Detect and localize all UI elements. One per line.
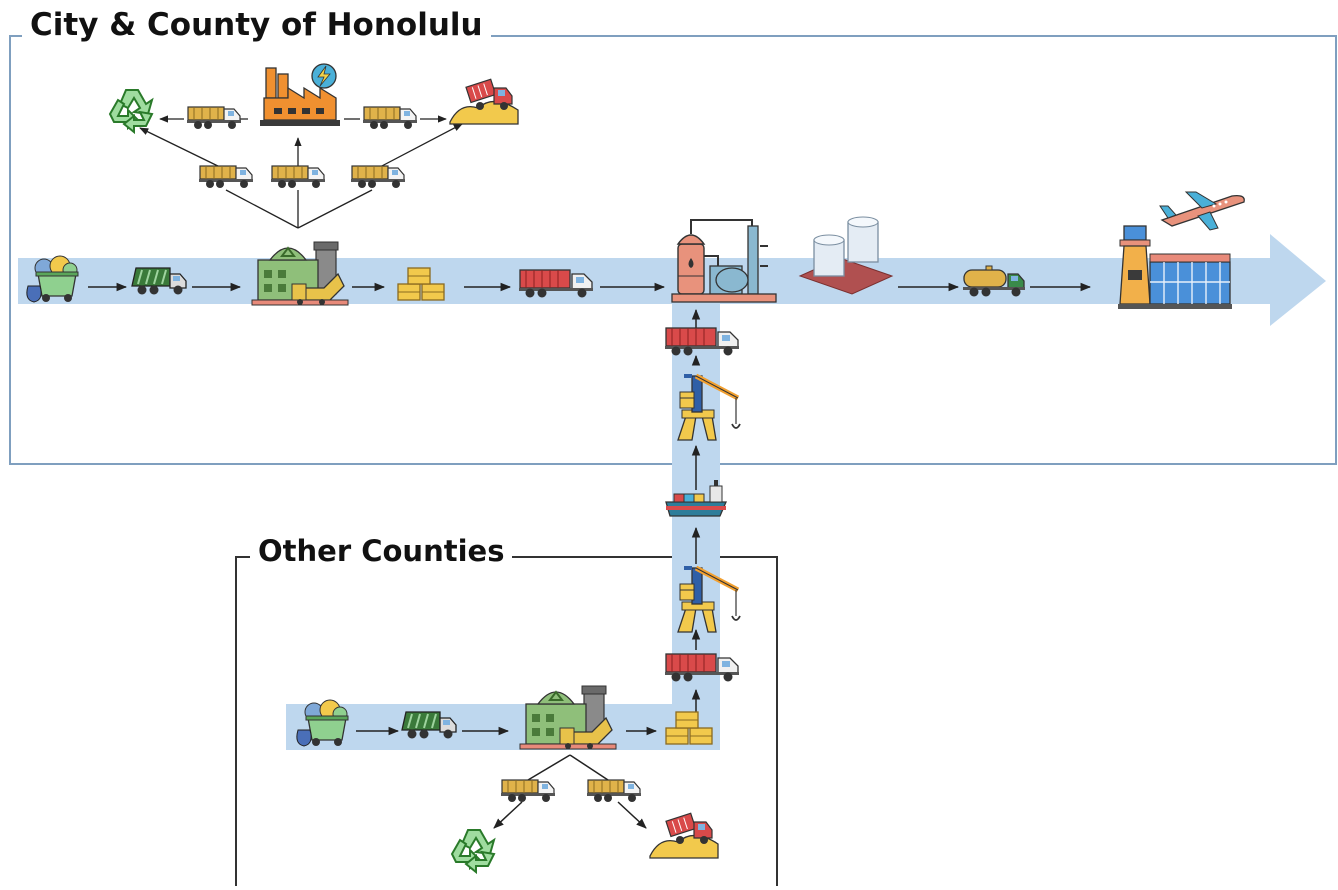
recycling-facility-icon — [519, 685, 617, 750]
other-flow-arrows — [356, 726, 658, 829]
region-title-honolulu: City & County of Honolulu — [22, 10, 491, 41]
landfill-icon — [449, 78, 519, 125]
dump-truck-icon — [586, 779, 642, 803]
airplane-icon — [1159, 191, 1245, 231]
dump-truck-icon — [350, 165, 406, 189]
dump-truck-icon — [198, 165, 254, 189]
landfill-icon — [649, 812, 719, 859]
dump-truck-icon — [270, 165, 326, 189]
dump-truck-icon — [362, 106, 418, 130]
region-title-other-counties: Other Counties — [250, 537, 513, 566]
recycle-icon — [109, 89, 153, 133]
dump-truck-icon — [500, 779, 556, 803]
airport-icon — [1117, 225, 1233, 310]
other-flow-band — [286, 704, 720, 750]
honolulu-branch-lines — [139, 115, 463, 229]
recycle-icon — [451, 829, 495, 873]
dump-truck-icon — [186, 106, 242, 130]
waste-to-energy-plant-icon — [259, 63, 341, 127]
recycling-facility-icon — [251, 241, 349, 306]
